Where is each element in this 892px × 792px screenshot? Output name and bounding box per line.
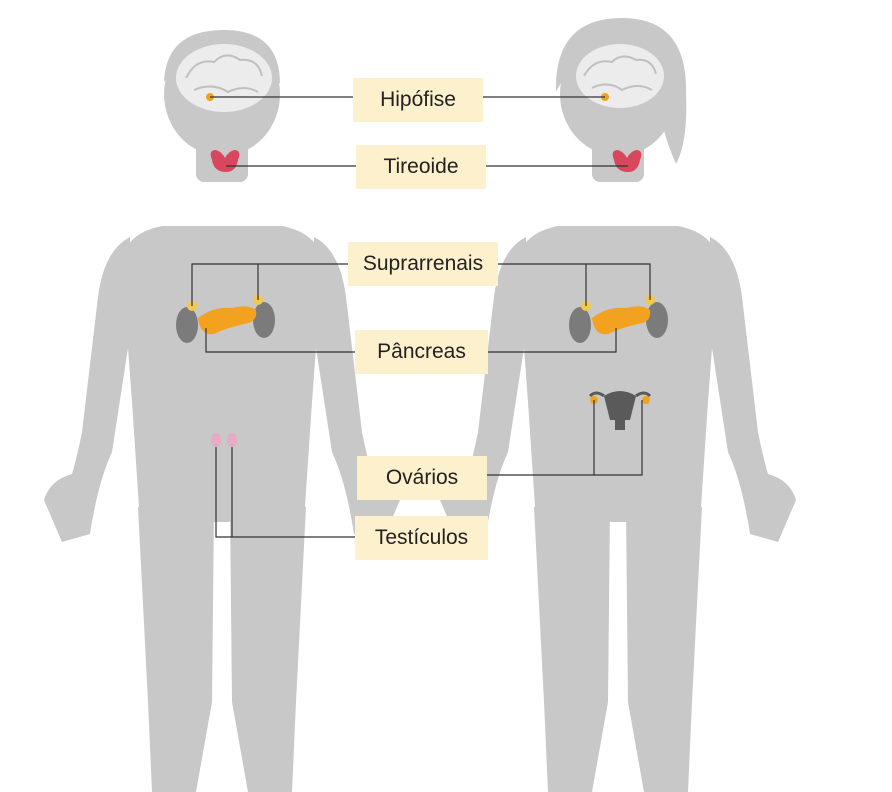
label-thyroid: Tireoide [356,145,486,189]
boy-testicle-right-icon [227,433,237,447]
boy-silhouette [44,30,400,792]
girl-pancreas-icon [592,306,651,335]
label-ovaries: Ovários [357,456,487,500]
girl-kidney-right-icon [646,302,668,338]
girl-brain [576,44,664,108]
boy-pancreas-icon [198,306,257,335]
label-pituitary: Hipófise [353,78,483,122]
leader-lines [191,96,651,538]
boy-kidney-left-icon [176,307,198,343]
boy-testicle-left-icon [211,433,221,447]
label-pancreas: Pâncreas [355,330,488,374]
label-testicles: Testículos [355,516,488,560]
girl-kidney-left-icon [569,307,591,343]
boy-brain [176,44,272,112]
boy-kidney-right-icon [253,302,275,338]
label-adrenals: Suprarrenais [348,242,498,286]
